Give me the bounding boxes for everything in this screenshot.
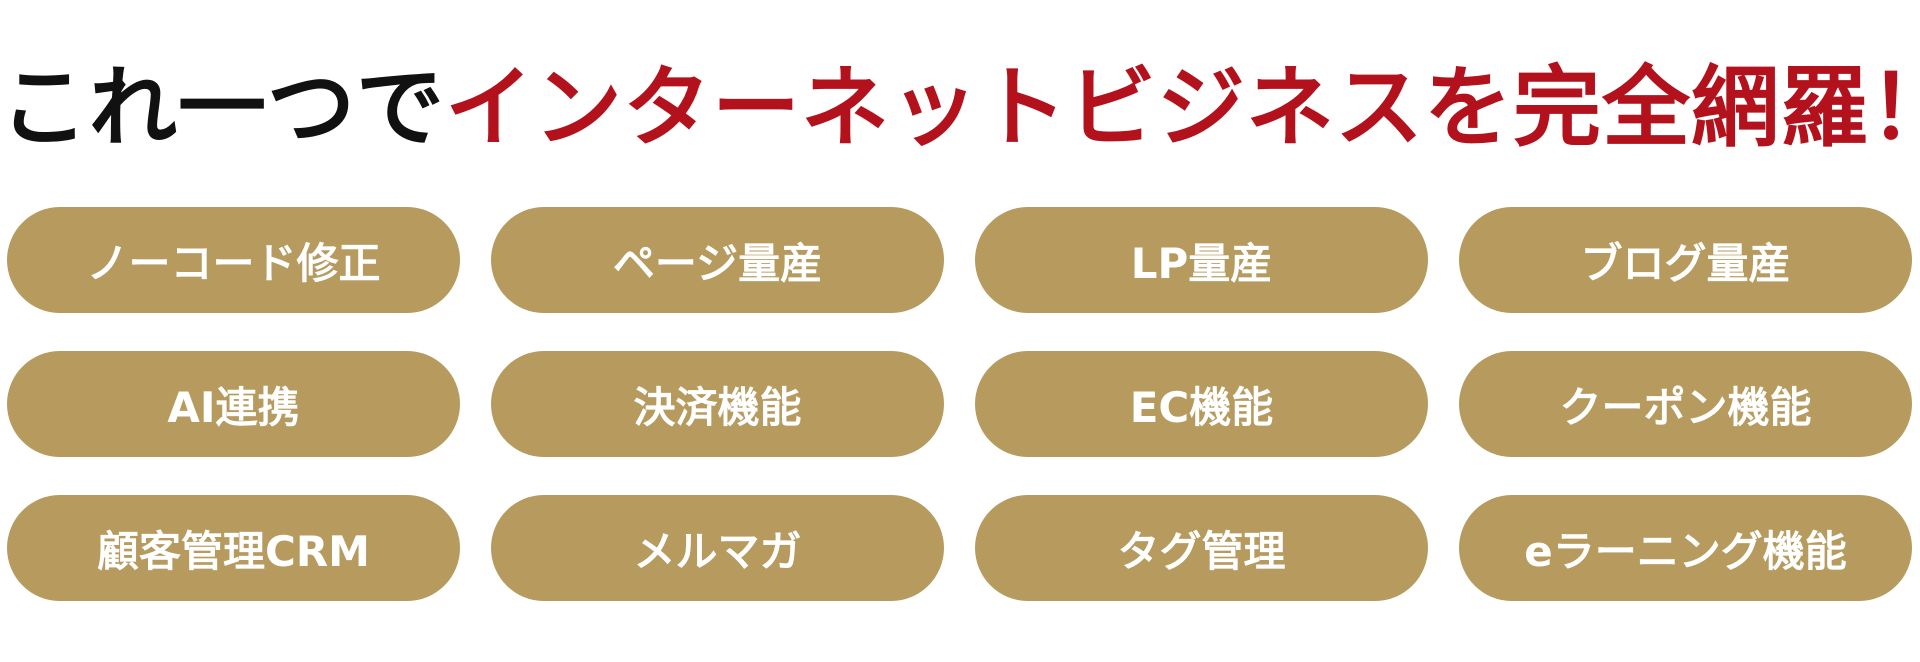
feature-pill-ec: EC機能 <box>975 351 1428 457</box>
feature-pill-payment: 決済機能 <box>491 351 944 457</box>
feature-pill-page-mass-production: ページ量産 <box>491 207 944 313</box>
feature-pill-no-code-edit: ノーコード修正 <box>7 207 460 313</box>
feature-pill-ai-integration: AI連携 <box>7 351 460 457</box>
feature-pill-e-learning: eラーニング機能 <box>1459 495 1912 601</box>
headline-red-part: インターネットビジネスを完全網羅！ <box>445 55 1920 159</box>
feature-pill-coupon: クーポン機能 <box>1459 351 1912 457</box>
feature-pill-tag-management: タグ管理 <box>975 495 1428 601</box>
feature-pill-lp-mass-production: LP量産 <box>975 207 1428 313</box>
headline: これ一つでインターネットビジネスを完全網羅！ <box>0 52 1920 162</box>
feature-pill-crm: 顧客管理CRM <box>7 495 460 601</box>
feature-grid: ノーコード修正 ページ量産 LP量産 ブログ量産 AI連携 決済機能 EC機能 … <box>7 207 1913 607</box>
feature-pill-blog-mass-production: ブログ量産 <box>1459 207 1912 313</box>
headline-black-part: これ一つで <box>0 55 446 159</box>
feature-pill-mail-magazine: メルマガ <box>491 495 944 601</box>
